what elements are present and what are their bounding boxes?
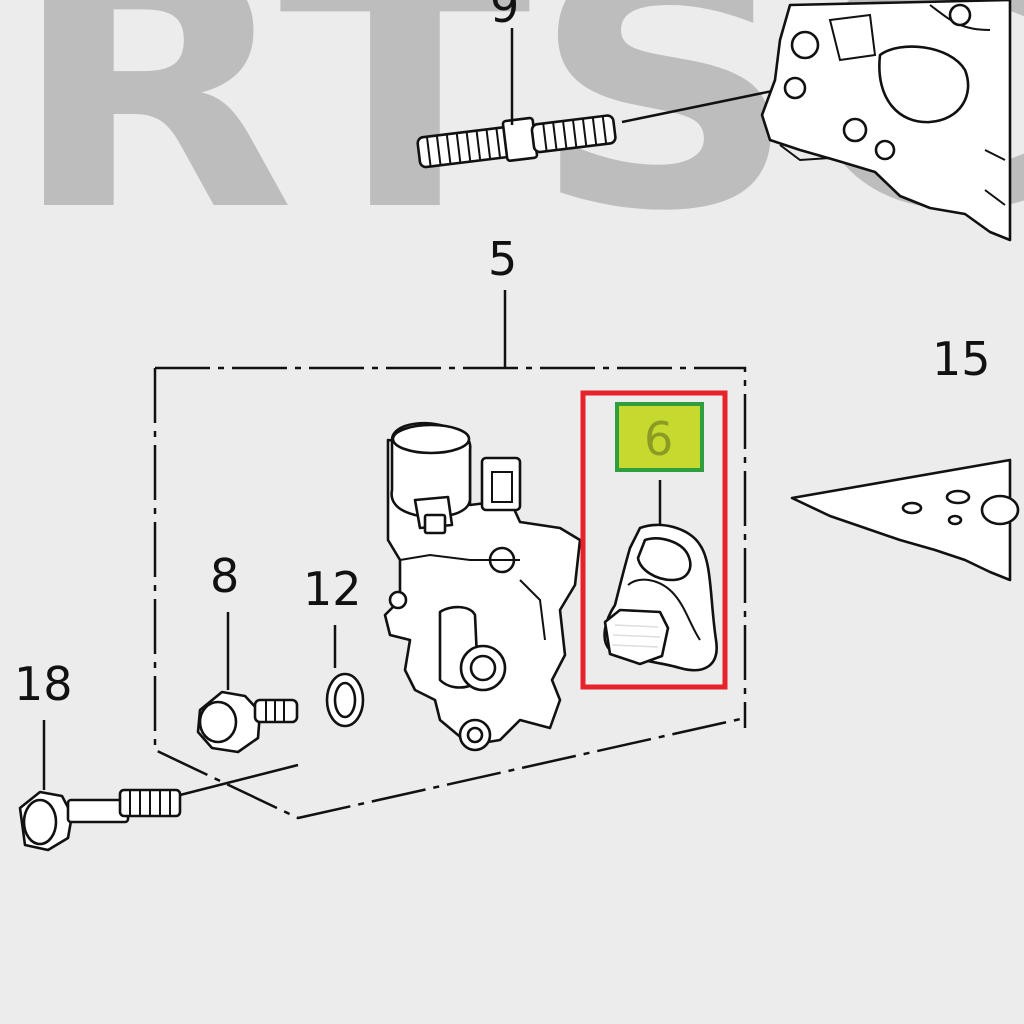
callout-12: 12 [303,562,362,616]
callout-18: 18 [14,657,73,711]
o-ring-12: 12 [303,562,365,728]
spool-valve-assembly [383,421,582,752]
gasket-15: 15 [790,332,1020,582]
bolt-8: 8 [196,549,299,754]
strainer-gasket-6 [603,523,718,672]
callout-15: 15 [932,332,991,386]
highlighted-part-6: 6 [580,390,728,690]
highlight-box [580,390,728,690]
callout-5: 5 [488,232,517,286]
callout-8: 8 [210,549,239,603]
highlight-label-box [615,402,704,472]
assembly-bracket-5: 5 [153,232,747,820]
callout-9: 9 [490,0,519,33]
cylinder-head-casting [760,0,1012,242]
bolt-18: 18 [14,657,299,852]
callout-6: 6 [644,412,673,466]
